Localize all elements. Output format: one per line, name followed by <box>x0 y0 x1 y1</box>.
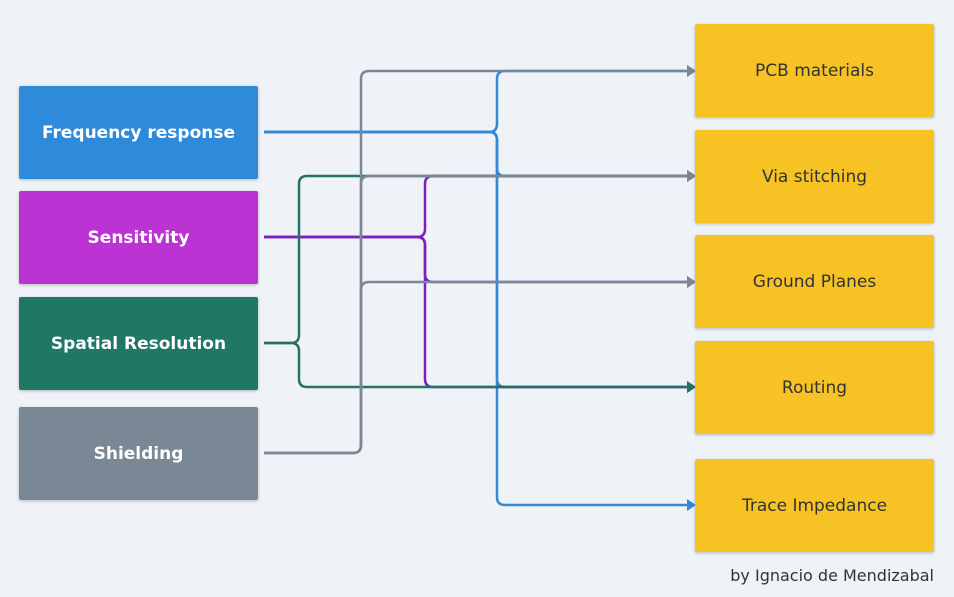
arrowhead-icon <box>687 276 696 288</box>
wire-group-shld <box>264 65 696 455</box>
target-via-stitching[interactable]: Via stitching <box>695 130 934 223</box>
target-label: Via stitching <box>761 166 868 187</box>
target-label: Trace Impedance <box>741 495 888 516</box>
wire-sens-to-via <box>264 174 689 239</box>
wire-shld-to-via <box>264 174 689 455</box>
arrowhead-icon <box>687 65 696 77</box>
arrowhead-icon <box>687 381 696 393</box>
source-label: Spatial Resolution <box>50 333 227 354</box>
target-label: PCB materials <box>755 60 874 81</box>
wire-shld-to-gnd <box>264 280 689 455</box>
wire-freq-to-trace <box>264 130 689 507</box>
wire-freq-to-pcb <box>264 69 689 134</box>
target-label: Ground Planes <box>752 271 877 292</box>
target-pcb-materials[interactable]: PCB materials <box>695 24 934 117</box>
source-label: Sensitivity <box>87 227 190 248</box>
wire-spat-to-rout <box>264 341 689 389</box>
arrowhead-icon <box>687 499 696 511</box>
source-label: Shielding <box>93 443 184 464</box>
wire-shld-to-pcb <box>264 69 689 455</box>
source-sensitivity[interactable]: Sensitivity <box>19 191 258 284</box>
wire-freq-to-via <box>264 130 689 178</box>
arrowhead-icon <box>687 170 696 182</box>
author-credit: by Ignacio de Mendizabal <box>730 566 934 585</box>
target-routing[interactable]: Routing <box>695 341 934 434</box>
target-label: Routing <box>781 377 848 398</box>
wire-freq-to-rout <box>264 130 689 389</box>
target-trace-impedance[interactable]: Trace Impedance <box>695 459 934 552</box>
target-ground-planes[interactable]: Ground Planes <box>695 235 934 328</box>
wire-spat-to-via <box>264 174 689 345</box>
source-spatial-resolution[interactable]: Spatial Resolution <box>19 297 258 390</box>
source-shielding[interactable]: Shielding <box>19 407 258 500</box>
wire-sens-to-gnd <box>264 235 689 284</box>
source-label: Frequency response <box>41 122 236 143</box>
source-frequency-response[interactable]: Frequency response <box>19 86 258 179</box>
wire-group-freq <box>264 65 696 511</box>
wire-sens-to-rout <box>264 235 689 389</box>
